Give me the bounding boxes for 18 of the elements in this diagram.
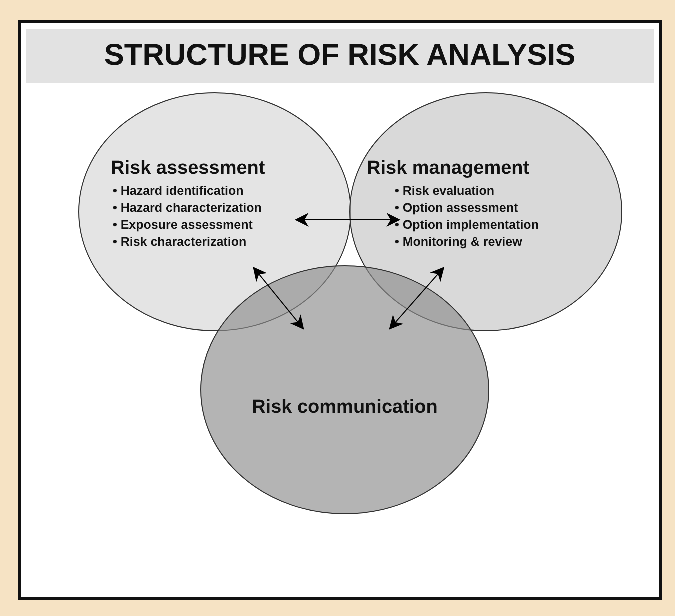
bullet-item: • Option assessment — [395, 200, 520, 217]
ellipse-node — [349, 92, 623, 332]
bullet-item: • Monitoring & review — [395, 234, 524, 251]
title-banner: STRUCTURE OF RISK ANALYSIS — [26, 29, 654, 83]
bullet-item: • Risk characterization — [113, 234, 248, 251]
ellipse-node — [200, 265, 490, 515]
circle-heading: Risk communication — [251, 397, 439, 419]
bullet-item: • Risk evaluation — [395, 183, 496, 200]
bullet-item: • Option implementation — [395, 217, 539, 234]
double-arrow — [389, 266, 445, 330]
double-arrow — [253, 266, 304, 330]
bullet-item: • Hazard identification — [113, 183, 245, 200]
double-arrow — [294, 213, 401, 227]
ellipse-node — [78, 92, 352, 332]
circle-heading: Risk management — [367, 158, 531, 180]
bullet-item: • Exposure assessment — [113, 217, 254, 234]
bullet-item: • Hazard characterization — [113, 200, 263, 217]
circle-heading: Risk assessment — [111, 158, 266, 180]
